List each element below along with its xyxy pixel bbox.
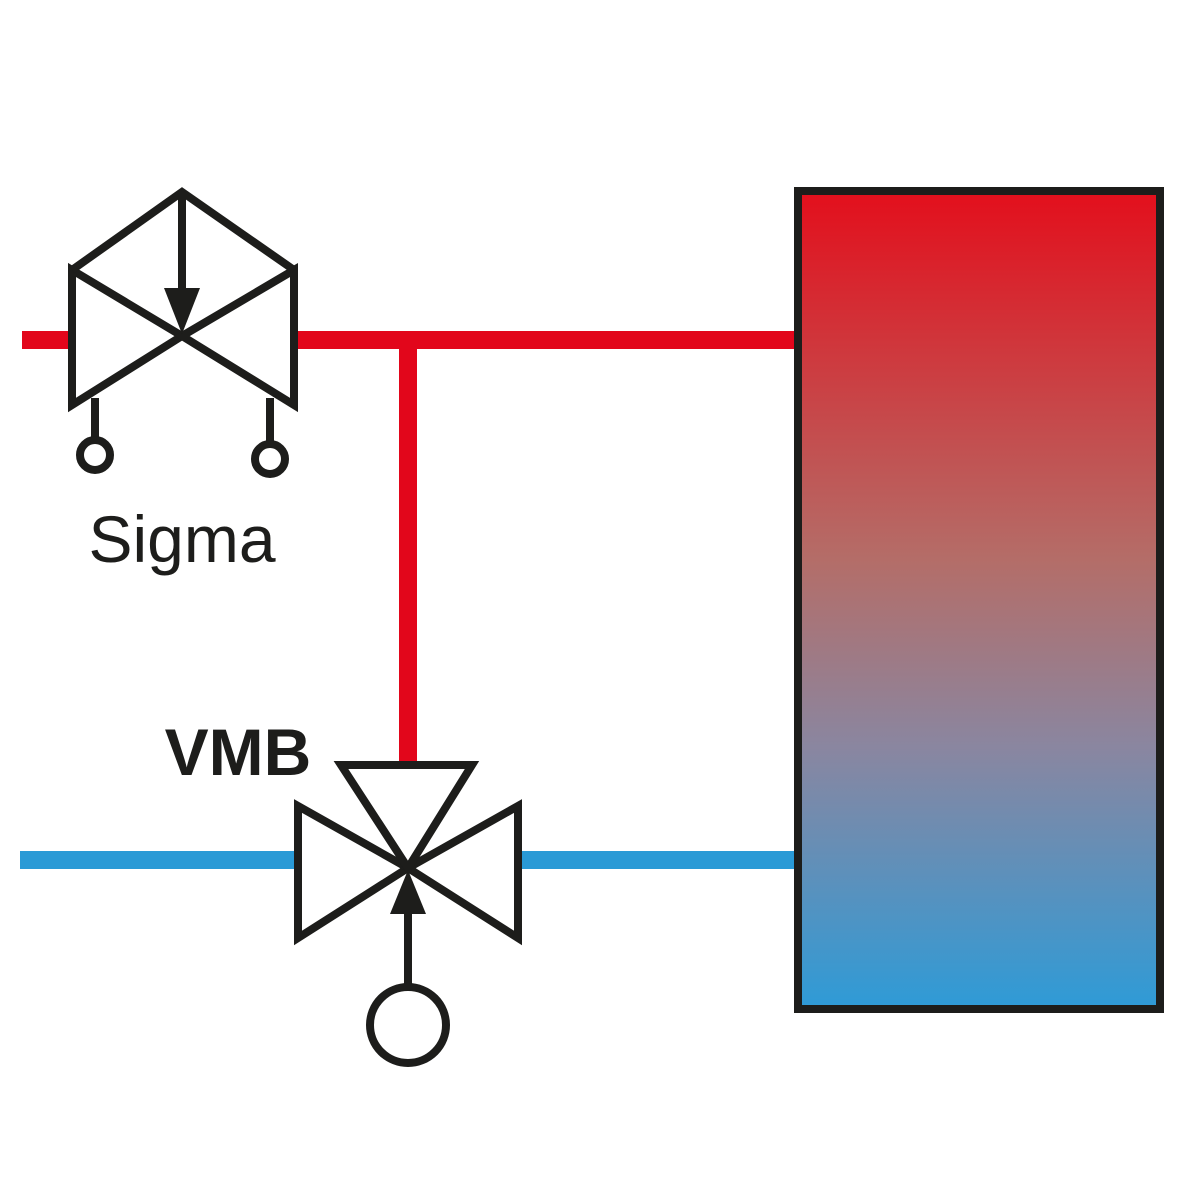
hot-pipe [22, 331, 796, 765]
sigma-valve-left-body [68, 262, 190, 413]
vmb-label: VMB [165, 715, 312, 789]
sigma-valve-right-body [174, 263, 298, 413]
vmb-valve-left-body [294, 799, 416, 946]
sigma-valve-arrow-icon [164, 288, 200, 334]
sigma-right-sensor-icon [251, 440, 289, 478]
vmb-valve-arrow-icon [390, 870, 426, 914]
vmb-valve-right-body [400, 799, 522, 946]
three-way-mixing-valve-icon [294, 761, 522, 1067]
vmb-actuator-icon [366, 983, 450, 1067]
three-way-valve-icon [68, 187, 298, 478]
vmb-valve-top-body [333, 761, 480, 876]
sigma-label: Sigma [88, 502, 275, 576]
storage-tank-icon [794, 187, 1164, 1013]
sigma-left-sensor-icon [76, 436, 114, 474]
